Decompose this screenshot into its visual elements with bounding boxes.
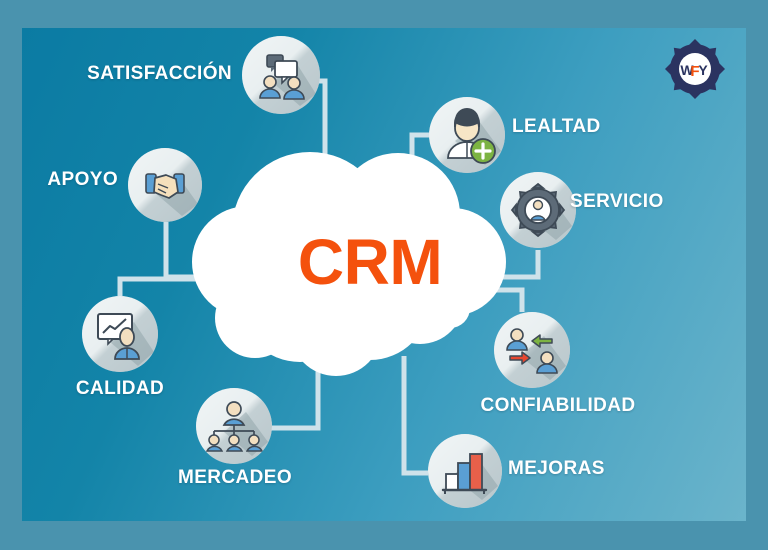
confiabilidad-label: CONFIABILIDAD xyxy=(480,395,636,416)
satisfaccion-icon-circle[interactable] xyxy=(242,36,320,114)
crm-center-label: CRM xyxy=(297,226,443,298)
satisfaccion-label: SATISFACCIÓN xyxy=(87,63,232,84)
gear-user-icon xyxy=(510,182,572,240)
confiabilidad-icon-circle[interactable] xyxy=(494,312,570,388)
servicio-icon-circle[interactable] xyxy=(500,172,576,248)
mercadeo-label: MERCADEO xyxy=(177,467,293,488)
presentation-chart-person-icon xyxy=(97,313,154,366)
mercadeo-icon-circle[interactable] xyxy=(196,388,272,464)
org-chart-people-icon xyxy=(205,401,268,456)
apoyo-icon-circle[interactable] xyxy=(128,148,202,222)
wfy-logo[interactable]: W F Y xyxy=(664,38,726,100)
mejoras-label: MEJORAS xyxy=(508,458,605,479)
bar-chart-icon xyxy=(441,453,498,500)
logo-letter-y: Y xyxy=(698,62,708,78)
two-people-exchange-arrows-icon xyxy=(506,328,566,380)
servicio-label: SERVICIO xyxy=(570,191,664,212)
add-user-icon xyxy=(447,108,501,165)
logo-letter-f: F xyxy=(690,63,699,80)
apoyo-label: APOYO xyxy=(47,169,118,190)
two-people-speech-bubbles-icon xyxy=(259,54,316,106)
calidad-label: CALIDAD xyxy=(75,378,165,399)
lealtad-icon-circle[interactable] xyxy=(429,97,505,173)
logo-letter-w: W xyxy=(680,62,694,78)
calidad-icon-circle[interactable] xyxy=(82,296,158,372)
mejoras-icon-circle[interactable] xyxy=(428,434,502,508)
lealtad-label: LEALTAD xyxy=(512,116,601,137)
gear-logo-icon: W F Y xyxy=(665,39,725,99)
handshake-icon xyxy=(145,173,198,216)
